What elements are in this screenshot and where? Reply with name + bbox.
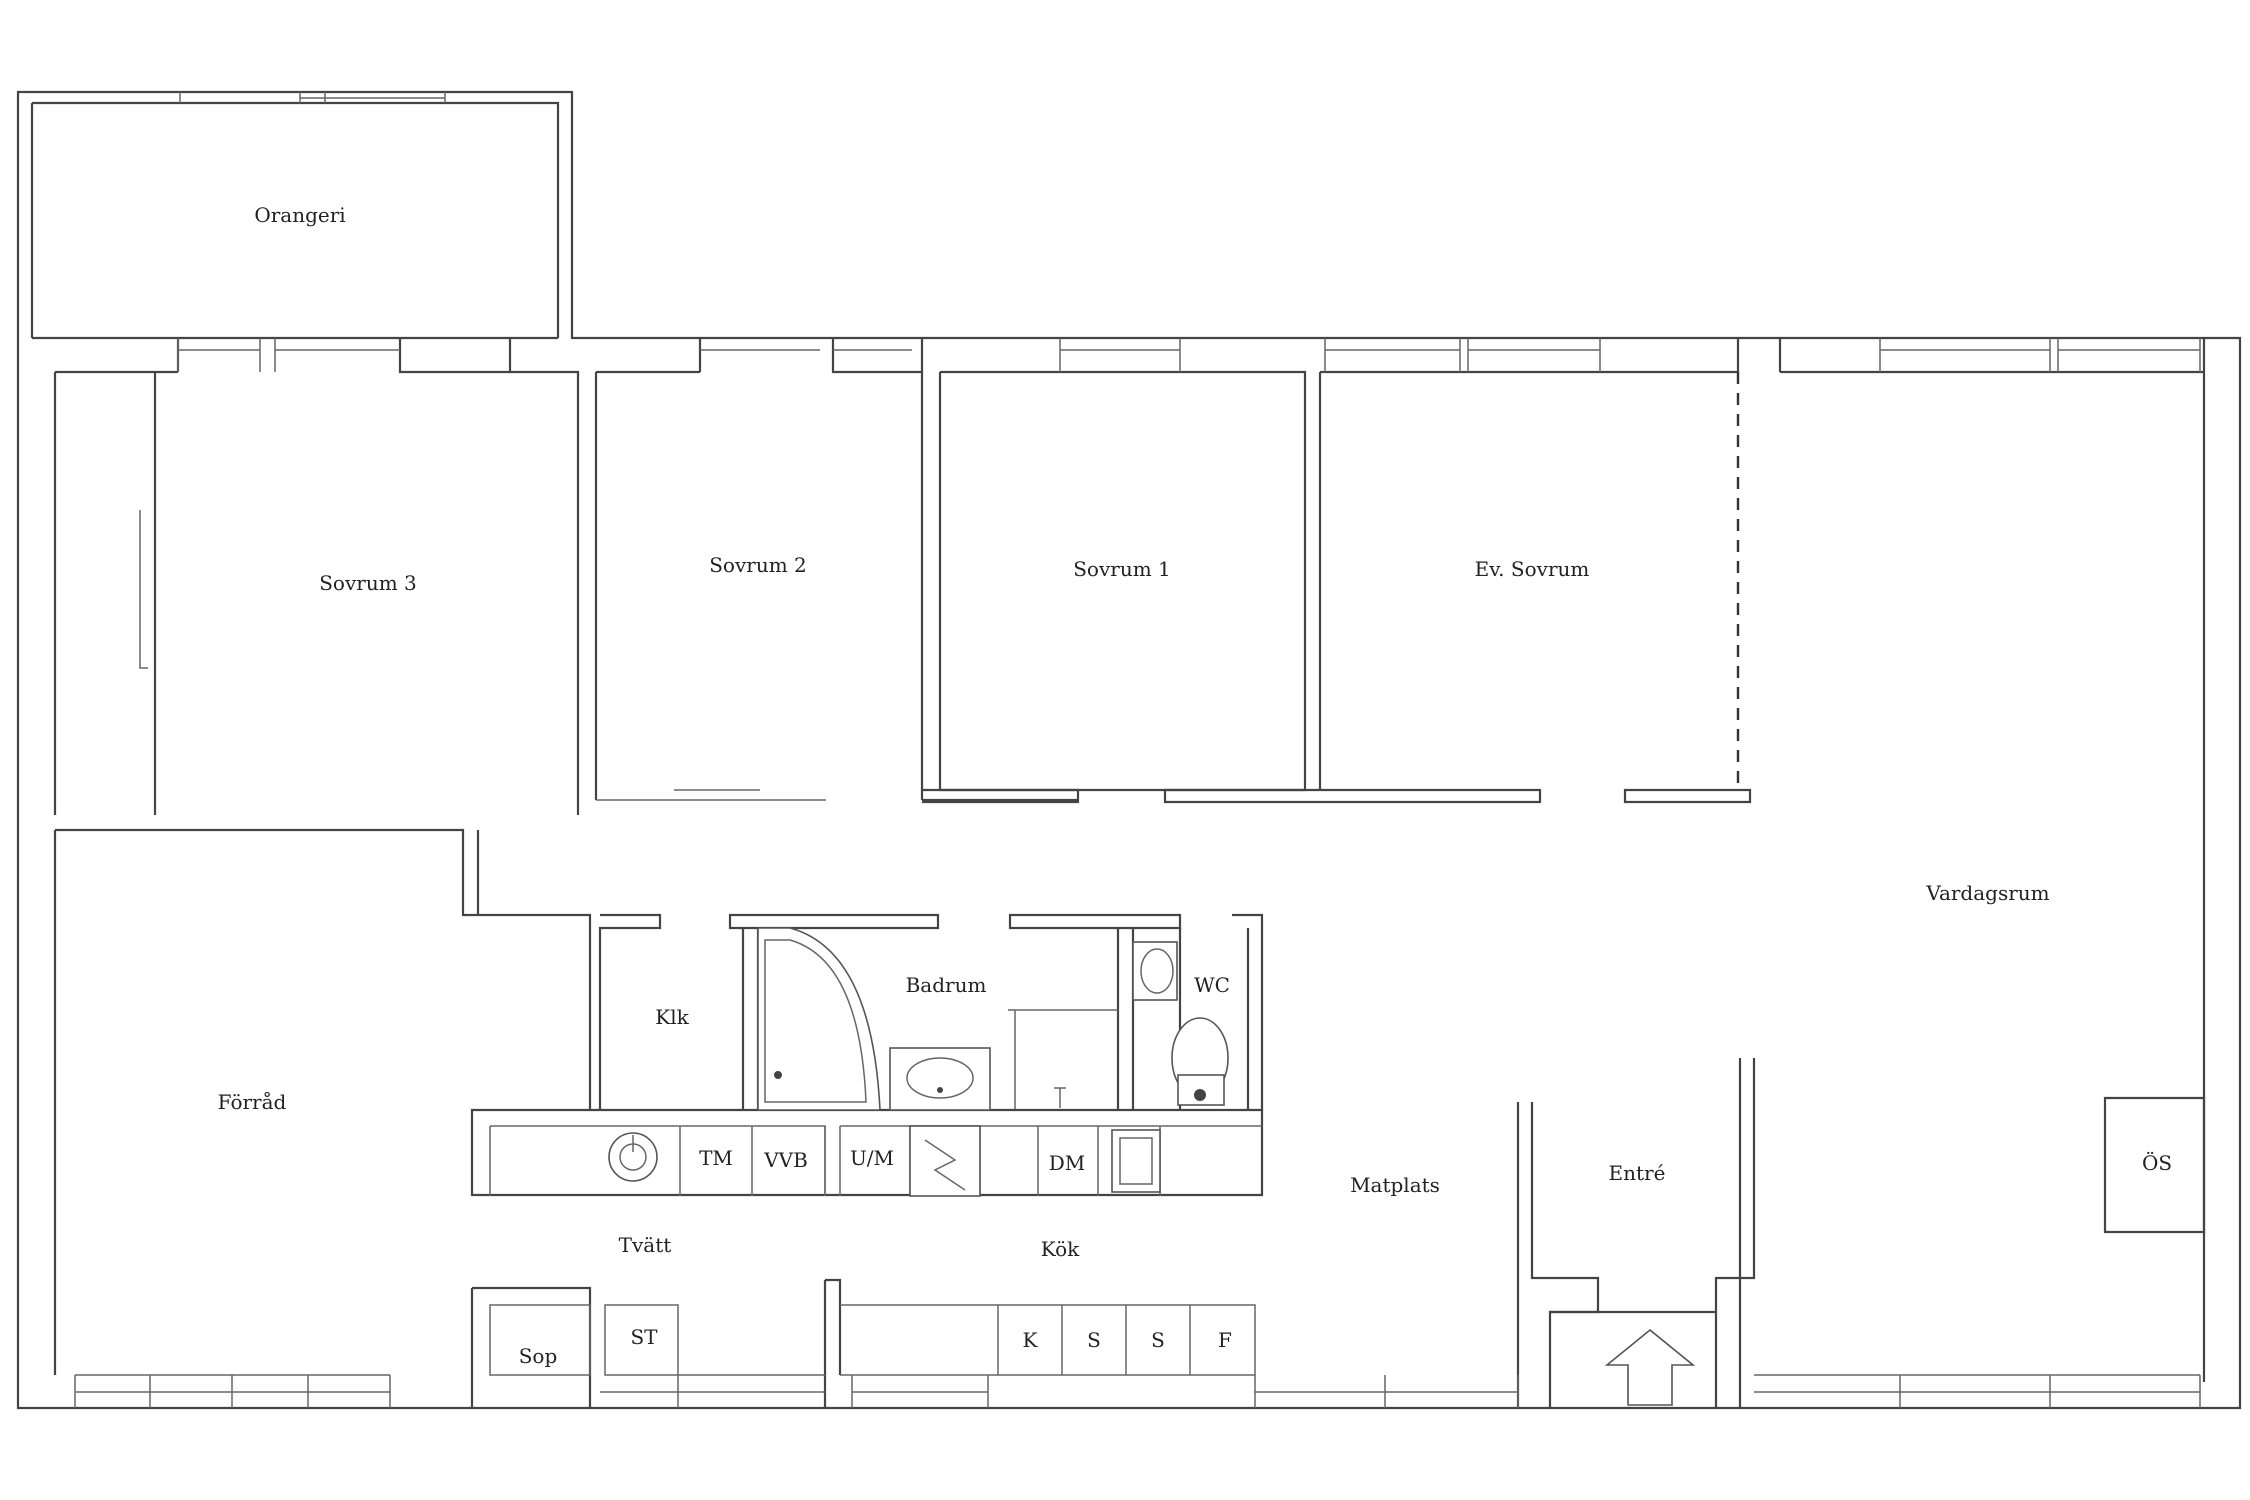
toilet — [1171, 1017, 1229, 1106]
kitchen-sink — [1111, 1129, 1161, 1193]
room-label-entre: Entré — [1609, 1161, 1666, 1185]
kitchen-counter — [823, 1278, 1256, 1408]
lower-left-walls — [53, 828, 1264, 1375]
room-label-vardagsrum: Vardagsrum — [1925, 881, 2049, 905]
entrance-arrow-icon — [1604, 1328, 1696, 1406]
room-label-kok: Kök — [1041, 1237, 1080, 1261]
fixture-label-dm: DM — [1049, 1151, 1086, 1175]
room-label-wc: WC — [1194, 973, 1230, 997]
shower-valve — [1054, 1087, 1066, 1108]
room-label-sovrum2: Sovrum 2 — [709, 553, 807, 577]
room-label-st: ST — [630, 1325, 658, 1349]
room-label-orangeri: Orangeri — [254, 203, 345, 227]
room-label-sovrum3: Sovrum 3 — [319, 571, 417, 595]
fixture-label-k: K — [1023, 1328, 1039, 1352]
fixture-label-um: U/M — [850, 1146, 894, 1170]
fixture-label-f: F — [1218, 1328, 1232, 1352]
washbasin — [889, 1047, 991, 1111]
room-label-os: ÖS — [2142, 1150, 2172, 1175]
fixture-label-vvb: VVB — [763, 1148, 808, 1172]
room-label-matplats: Matplats — [1350, 1173, 1440, 1197]
sop-area — [470, 1286, 679, 1408]
bottom-windows — [74, 1374, 2201, 1408]
os-box — [2103, 1096, 2206, 1234]
fixture-label-s2: S — [1151, 1328, 1165, 1352]
entrance — [1516, 1058, 1756, 1408]
bathtub — [757, 927, 881, 1111]
room-label-klk: Klk — [655, 1005, 689, 1029]
outer-walls — [16, 90, 2242, 1410]
laundry-sink — [608, 1132, 658, 1182]
room-label-forrad: Förråd — [218, 1090, 287, 1114]
fixture-label-tm: TM — [699, 1146, 733, 1170]
room-label-sop: Sop — [519, 1344, 558, 1368]
stove-symbol — [909, 1125, 981, 1197]
room-label-badrum: Badrum — [906, 973, 987, 997]
room-label-ev-sovrum: Ev. Sovrum — [1475, 557, 1590, 581]
fixture-label-s1: S — [1087, 1328, 1101, 1352]
wc-sink — [1132, 941, 1178, 1001]
room-label-tvatt: Tvätt — [619, 1233, 672, 1257]
main-top-windows — [177, 338, 2201, 372]
orangeri-windows — [179, 92, 446, 103]
room-label-sovrum1: Sovrum 1 — [1073, 557, 1171, 581]
